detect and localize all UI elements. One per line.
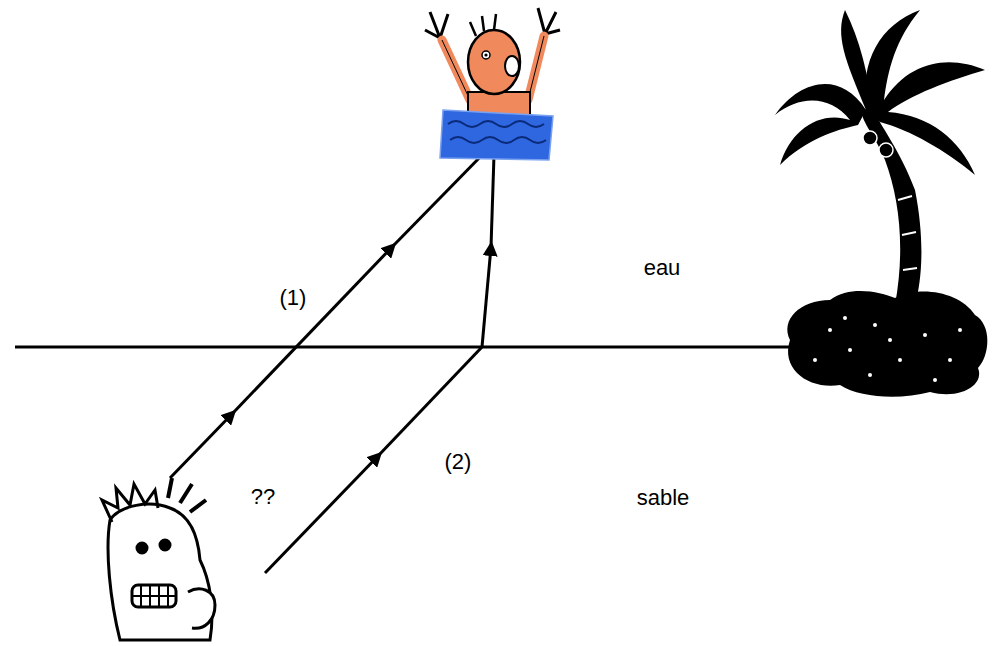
path-segment [392,150,487,247]
palm-leaf [841,10,872,110]
alarm-strokes [168,478,206,512]
trunk [862,108,922,305]
water-patch [440,110,553,160]
path-segment [232,247,392,414]
palm-leaf [775,84,866,165]
hand [425,12,448,38]
palm-island [775,10,987,397]
hair [102,484,158,522]
wave [448,121,546,143]
path-segment [482,247,491,347]
path-segment [170,414,232,478]
refracted-path [265,155,494,573]
path-segment [491,155,494,247]
hand [188,589,215,628]
eye [137,543,147,553]
path-label: ?? [251,485,275,509]
teeth [132,585,176,607]
straight-path [170,150,487,478]
eye [482,51,490,59]
mouth [132,585,176,607]
path-segment [378,347,482,456]
interface-line [15,346,800,349]
head [468,30,520,94]
sand-dots [813,316,962,382]
mouth [505,56,519,76]
pupil [484,53,487,56]
coconut [879,143,893,157]
palm-leaf [865,10,985,175]
eye [160,540,170,550]
coconut [863,131,877,145]
lifeguard [102,478,215,640]
hand [538,8,560,34]
path-label: (2) [445,450,472,474]
drowning-swimmer [425,8,560,160]
region-label: sable [637,486,690,510]
trunk-rings [898,196,917,270]
path-segment [265,456,378,573]
hair [470,14,496,36]
path-label: (1) [280,286,307,310]
region-label: eau [644,256,681,280]
island [787,291,987,397]
